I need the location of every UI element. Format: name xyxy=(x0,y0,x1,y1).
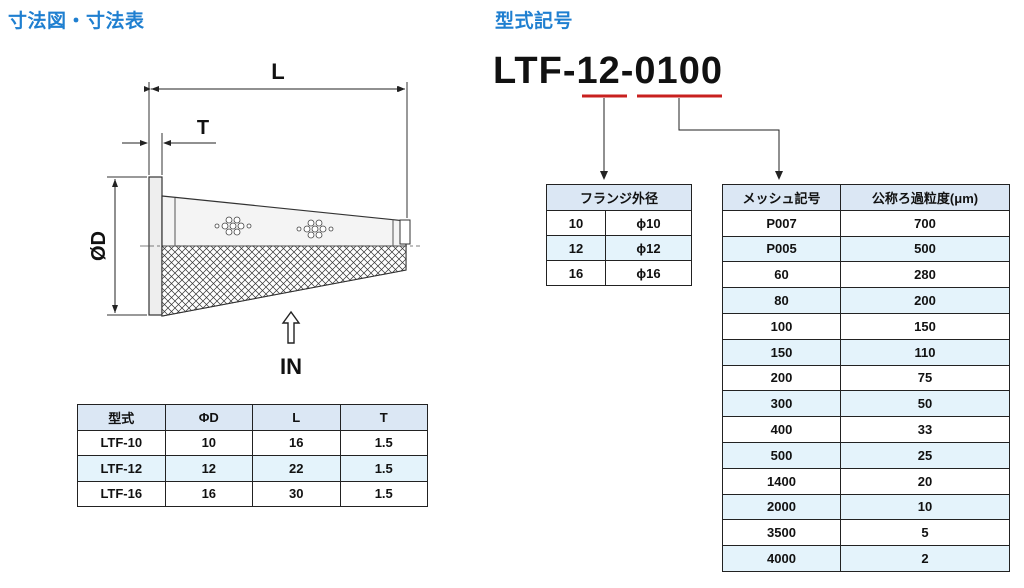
table-cell: 12 xyxy=(546,235,606,261)
table-cell: 1.5 xyxy=(339,480,428,507)
table-row: 10 ϕ10 xyxy=(546,210,692,236)
table-cell: ϕ12 xyxy=(605,235,692,261)
table-cell: 2 xyxy=(840,545,1010,572)
table-cell: 4000 xyxy=(722,545,841,572)
table-cell: LTF-10 xyxy=(77,429,166,456)
column-header: T xyxy=(339,404,428,431)
model-code: LTF-12-0100 xyxy=(493,50,723,93)
column-header: L xyxy=(252,404,341,431)
table-row: LTF-10 10 16 1.5 xyxy=(77,429,428,456)
table-cell: 16 xyxy=(164,480,254,507)
table-cell: 16 xyxy=(252,429,341,456)
table-cell: 200 xyxy=(840,287,1010,314)
table-cell: 110 xyxy=(840,338,1010,366)
table-cell: 16 xyxy=(546,260,606,286)
table-row: LTF-16 16 30 1.5 xyxy=(77,480,428,507)
table-cell: 200 xyxy=(722,364,841,392)
dimension-t-label: T xyxy=(197,117,209,139)
up-arrow-icon xyxy=(281,310,301,344)
table-cell: 2000 xyxy=(722,493,841,521)
table-cell: LTF-16 xyxy=(77,480,166,507)
table-cell: 500 xyxy=(840,235,1010,263)
model-code-mesh-part: 0100 xyxy=(634,50,723,92)
table-cell: 1.5 xyxy=(339,455,428,482)
table-cell: 1400 xyxy=(722,467,841,495)
table-cell: 300 xyxy=(722,390,841,418)
table-cell: LTF-12 xyxy=(77,455,166,482)
table-cell: 700 xyxy=(840,209,1010,237)
flange-table: フランジ外径 10 ϕ10 12 ϕ12 16 ϕ16 xyxy=(546,184,692,286)
model-code-prefix: LTF- xyxy=(493,50,577,92)
dimension-l-label: L xyxy=(271,59,284,84)
table-row: LTF-12 12 22 1.5 xyxy=(77,455,428,482)
dimension-d-label: ØD xyxy=(88,231,110,261)
dimension-table: 型式 ΦD L T LTF-10 10 16 1.5 LTF-12 12 22 … xyxy=(77,404,428,507)
table-cell: 10 xyxy=(164,429,254,456)
table-cell: 400 xyxy=(722,416,841,443)
column-header: 型式 xyxy=(77,404,166,431)
dimension-l: L xyxy=(144,59,408,218)
table-cell: 20 xyxy=(840,467,1010,495)
dimension-d: ØD xyxy=(88,176,147,316)
table-row: 16 ϕ16 xyxy=(546,260,692,286)
column-header: 公称ろ過粒度(μm) xyxy=(840,184,1010,211)
table-cell: 5 xyxy=(840,519,1010,547)
table-cell: ϕ10 xyxy=(605,210,692,236)
dimension-t: T xyxy=(122,117,216,175)
in-label: IN xyxy=(280,354,302,379)
table-cell: 22 xyxy=(252,455,341,482)
table-cell: 25 xyxy=(840,441,1010,469)
table-cell: P005 xyxy=(722,235,841,263)
table-cell: 1.5 xyxy=(339,429,428,456)
table-cell: 100 xyxy=(722,312,841,340)
table-cell: 150 xyxy=(840,312,1010,340)
table-cell: P007 xyxy=(722,209,841,237)
table-cell: 75 xyxy=(840,364,1010,392)
strainer-body xyxy=(140,176,420,317)
table-row: 12 ϕ12 xyxy=(546,235,692,261)
model-code-flange-part: 12 xyxy=(576,50,621,92)
column-header: フランジ外径 xyxy=(546,184,692,211)
table-cell: 80 xyxy=(722,287,841,314)
table-cell: 150 xyxy=(722,338,841,366)
column-header: メッシュ記号 xyxy=(722,184,841,211)
table-cell: 12 xyxy=(164,455,254,482)
model-code-separator: - xyxy=(620,50,635,92)
model-code-heading: 型式記号 xyxy=(495,10,574,32)
table-cell: 30 xyxy=(252,480,341,507)
table-cell: 280 xyxy=(840,261,1010,289)
table-cell: 500 xyxy=(722,441,841,469)
column-header: ΦD xyxy=(164,404,254,431)
table-cell: 33 xyxy=(840,416,1010,443)
dimensions-heading: 寸法図・寸法表 xyxy=(8,10,145,32)
table-cell: 3500 xyxy=(722,519,841,547)
table-cell: 50 xyxy=(840,390,1010,418)
table-cell: 10 xyxy=(840,493,1010,521)
model-code-connectors xyxy=(582,94,783,180)
table-cell: 60 xyxy=(722,261,841,289)
table-cell: ϕ16 xyxy=(605,260,692,286)
table-cell: 10 xyxy=(546,210,606,236)
